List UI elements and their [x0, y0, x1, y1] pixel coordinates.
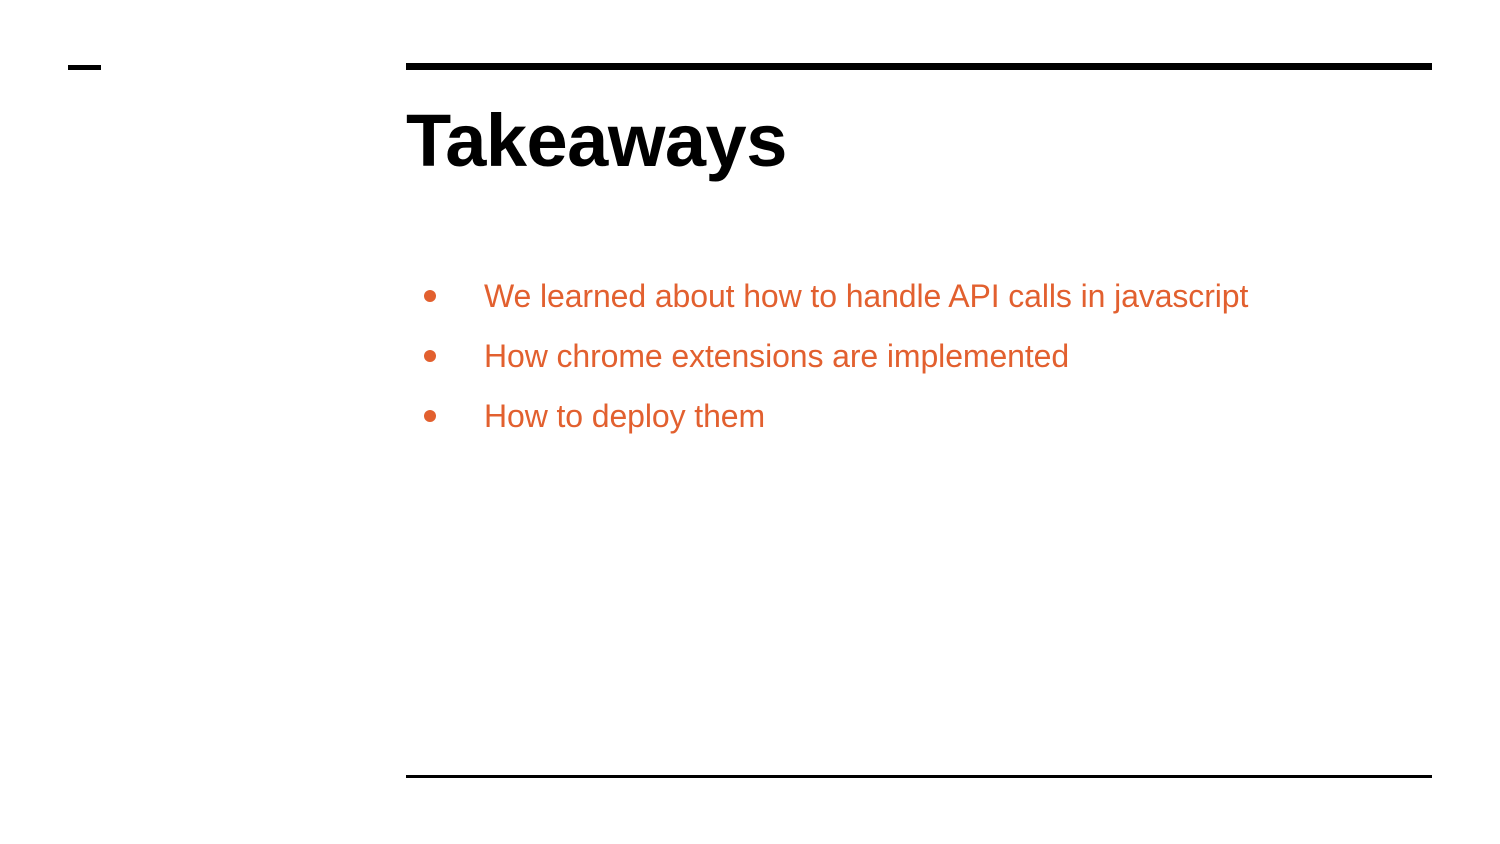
list-item: How chrome extensions are implemented — [424, 336, 1404, 396]
list-item: We learned about how to handle API calls… — [424, 276, 1404, 336]
bullet-dot-icon — [424, 350, 436, 362]
page-title: Takeaways — [406, 99, 787, 182]
bullet-dot-icon — [424, 410, 436, 422]
bottom-divider-rule — [406, 775, 1432, 778]
corner-dash-icon — [68, 65, 101, 70]
list-item-label: How to deploy them — [484, 398, 766, 434]
list-item-label: How chrome extensions are implemented — [484, 338, 1070, 374]
list-item-label: We learned about how to handle API calls… — [484, 278, 1249, 314]
takeaways-list: We learned about how to handle API calls… — [424, 276, 1404, 456]
top-divider-rule — [406, 63, 1432, 70]
bullet-dot-icon — [424, 290, 436, 302]
list-item: How to deploy them — [424, 396, 1404, 456]
